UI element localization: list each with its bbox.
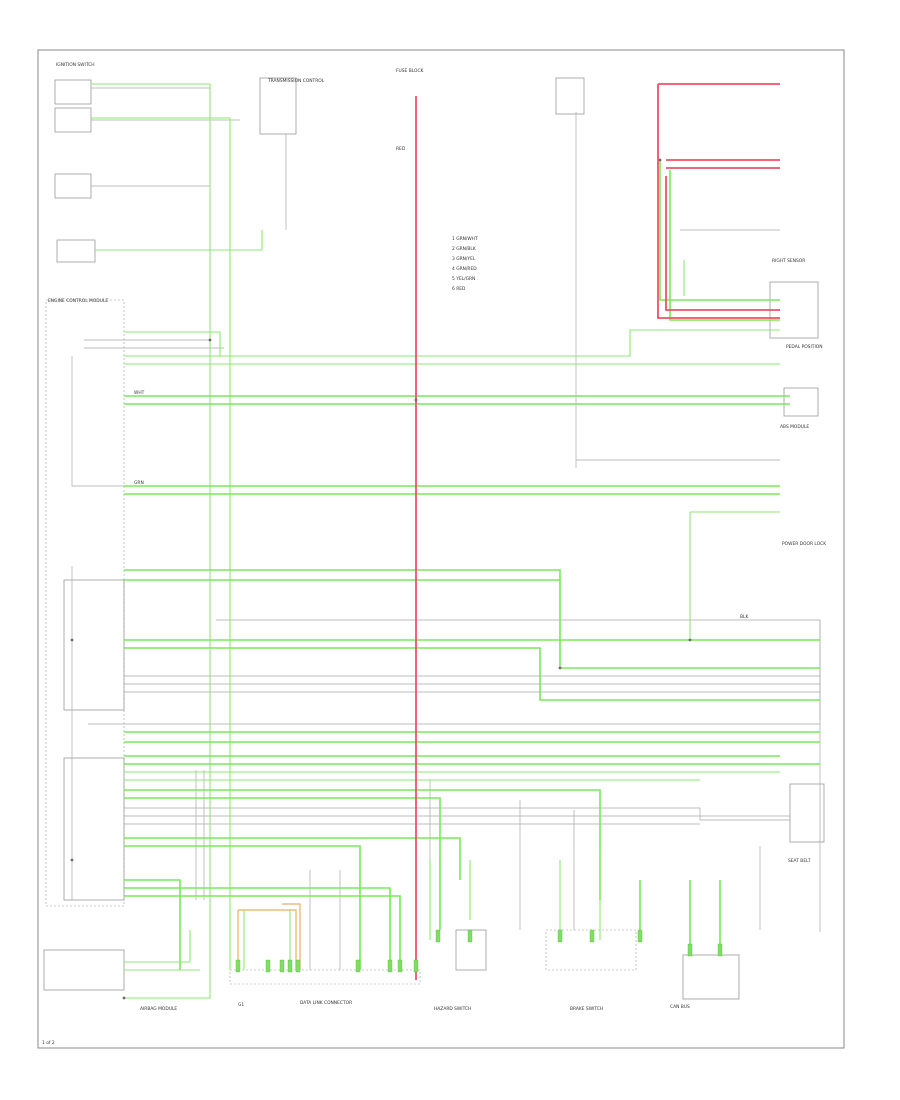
label-right-sensor: RIGHT SENSOR — [772, 258, 805, 264]
label-seat-belt: SEAT BELT — [788, 858, 811, 864]
diagram-frame — [37, 49, 845, 1049]
label-fuse-block: FUSE BLOCK — [396, 68, 424, 74]
terminal-connectors — [235, 929, 723, 973]
label-pedal: PEDAL POSITION — [786, 344, 822, 350]
label-hazard: HAZARD SWITCH — [434, 1006, 471, 1012]
wire-label: RED — [396, 146, 406, 152]
label-ground: G1 — [238, 1002, 244, 1008]
legend-4: 4 GRN/RED — [452, 266, 477, 272]
gray-wires — [71, 87, 821, 970]
labels: IGNITION SWITCH ENGINE CONTROL MODULE FU… — [42, 62, 826, 1046]
label-ecm: ENGINE CONTROL MODULE — [48, 298, 108, 304]
label-data-link: DATA LINK CONNECTOR — [300, 1000, 352, 1006]
label-canbus: CAN BUS — [670, 1004, 690, 1010]
label-brake-switch: BRAKE SWITCH — [570, 1006, 603, 1012]
label-power-door: POWER DOOR LOCK — [782, 541, 826, 547]
legend-3: 3 GRN/YEL — [452, 256, 476, 262]
red-wires — [415, 83, 780, 980]
wire-label: GRN — [134, 480, 144, 486]
legend-2: 2 GRN/BLK — [452, 246, 476, 252]
legend-1: 1 GRN/WHT — [452, 236, 478, 242]
label-airbag: AIRBAG MODULE — [140, 1006, 177, 1012]
wire-label: WHT — [134, 390, 145, 396]
label-bottom-ref: 1 of 2 — [42, 1040, 55, 1046]
wire-label: BLK — [740, 614, 748, 620]
legend-6: 6 RED — [452, 286, 466, 292]
component-boxes — [43, 77, 825, 1000]
green-wires — [91, 83, 820, 999]
label-transmission: TRANSMISSION CONTROL — [267, 78, 325, 84]
label-ignition-switch: IGNITION SWITCH — [56, 62, 95, 68]
legend-5: 5 YEL/GRN — [452, 276, 475, 282]
splice-dots — [70, 158, 692, 1000]
label-abs: ABS MODULE — [780, 424, 809, 430]
